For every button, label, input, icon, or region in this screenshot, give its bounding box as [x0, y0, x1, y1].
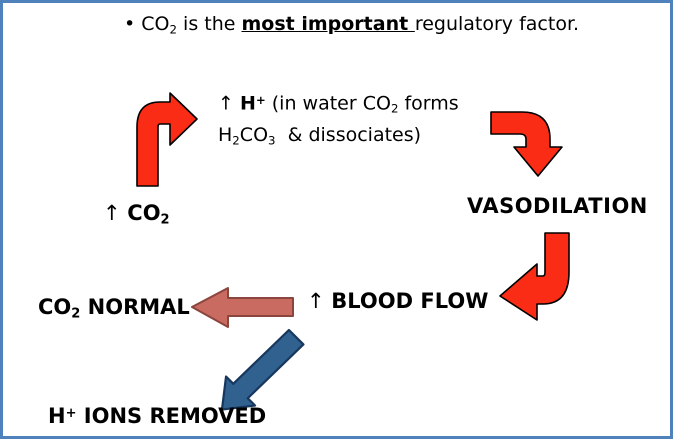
bullet-emphasis-text: most important [241, 13, 415, 35]
block-arrow-left-icon [190, 286, 295, 329]
curved-arrow-up-right-icon [134, 92, 199, 187]
bullet-statement: • CO2 is the most important regulatory f… [124, 13, 579, 36]
h-plus-note: ↑ H+ (in water CO2 forms H2CO3 & dissoci… [218, 87, 459, 153]
bullet-co2: CO [141, 13, 170, 35]
up-arrow-glyph: ↑ [218, 92, 240, 115]
bullet-marker: • [124, 13, 136, 35]
h-plus-note-line2: H2CO3 & dissociates) [218, 123, 422, 147]
co2-normal-label: CO2 NORMAL [38, 295, 190, 322]
curved-arrow-down-left-icon [497, 232, 575, 331]
up-arrow-glyph: ↑ [103, 201, 128, 225]
block-arrow-down-left-icon [209, 327, 311, 417]
curved-arrow-right-down-icon [490, 109, 574, 179]
bullet-co2-subscript: 2 [169, 22, 178, 37]
bullet-mid-text: is the [177, 13, 242, 35]
vasodilation-label: VASODILATION [467, 194, 648, 218]
up-arrow-glyph: ↑ [307, 289, 332, 313]
h-plus-note-line1: ↑ H+ (in water CO2 forms [218, 92, 459, 116]
blood-flow-increase-label: ↑ BLOOD FLOW [307, 289, 489, 313]
co2-increase-label: ↑ CO2 [103, 201, 170, 228]
h-ions-removed-label: H+ IONS REMOVED [48, 404, 267, 428]
bullet-tail-text: regulatory factor. [414, 13, 580, 35]
